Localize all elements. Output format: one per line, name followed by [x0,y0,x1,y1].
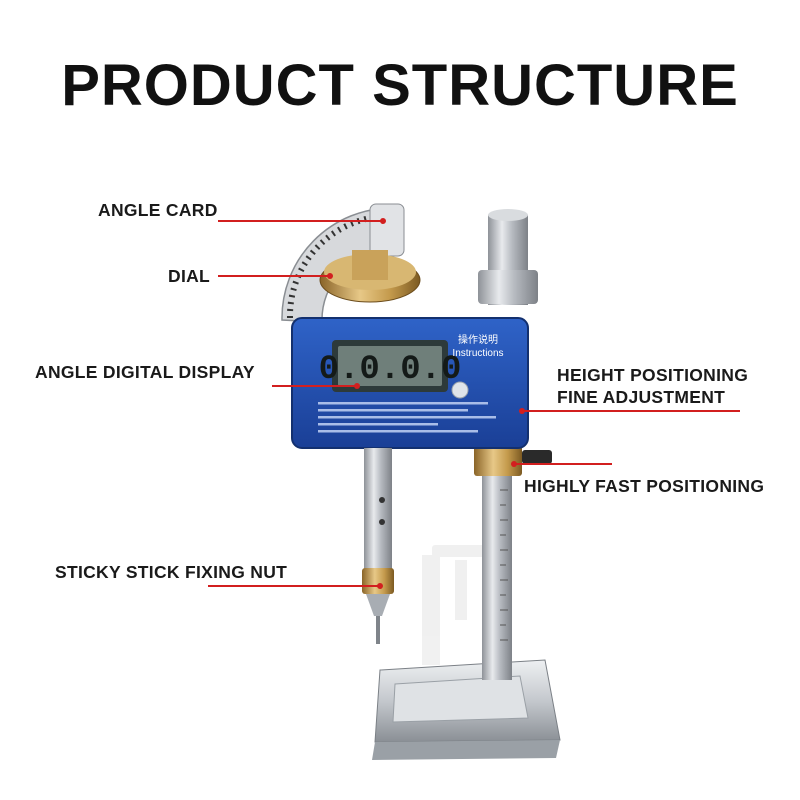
power-button [451,381,469,399]
label-angle-card: ANGLE CARD [98,200,218,220]
label-fine-adjustment: FINE ADJUSTMENT [557,387,726,407]
panel-heading-en: Instructions [452,348,503,359]
dial-wheel [319,250,421,303]
fixing-nut [362,568,394,594]
digital-display-panel: 0.0.0.0 操作说明 Instructions [291,317,529,449]
label-angle-digital-display: ANGLE DIGITAL DISPLAY [35,362,255,382]
label-highly-fast-positioning: HIGHLY FAST POSITIONING [524,476,765,496]
leader-height-positioning [522,410,740,412]
marker-highly-fast-positioning [511,461,517,467]
label-height-positioning: HEIGHT POSITIONING [557,365,749,385]
column-collar [478,270,538,304]
marker-sticky-stick-fixing-nut [377,583,383,589]
scriber-stick [364,448,392,570]
angle-card-slider [369,203,405,257]
label-dial: DIAL [168,266,211,286]
instruction-lines [318,402,496,433]
leader-sticky-stick-fixing-nut [208,585,380,587]
panel-heading-cn: 操作说明 [458,333,498,346]
scale-ticks [500,489,508,641]
leader-angle-digital-display [272,385,357,387]
page-title: PRODUCT STRUCTURE [61,53,739,118]
marker-height-positioning [519,408,525,414]
lcd-readout: 0.0.0.0 [319,351,462,389]
base-plate [372,659,561,760]
scriber-tip [376,616,380,644]
marker-angle-digital-display [354,383,360,389]
marker-dial [327,273,333,279]
label-sticky-stick-fixing-nut: STICKY STICK FIXING NUT [55,562,288,582]
leader-dial [218,275,330,277]
marker-angle-card [380,218,386,224]
leader-highly-fast-positioning [514,463,612,465]
leader-angle-card [218,220,383,222]
locking-knob [522,450,552,464]
